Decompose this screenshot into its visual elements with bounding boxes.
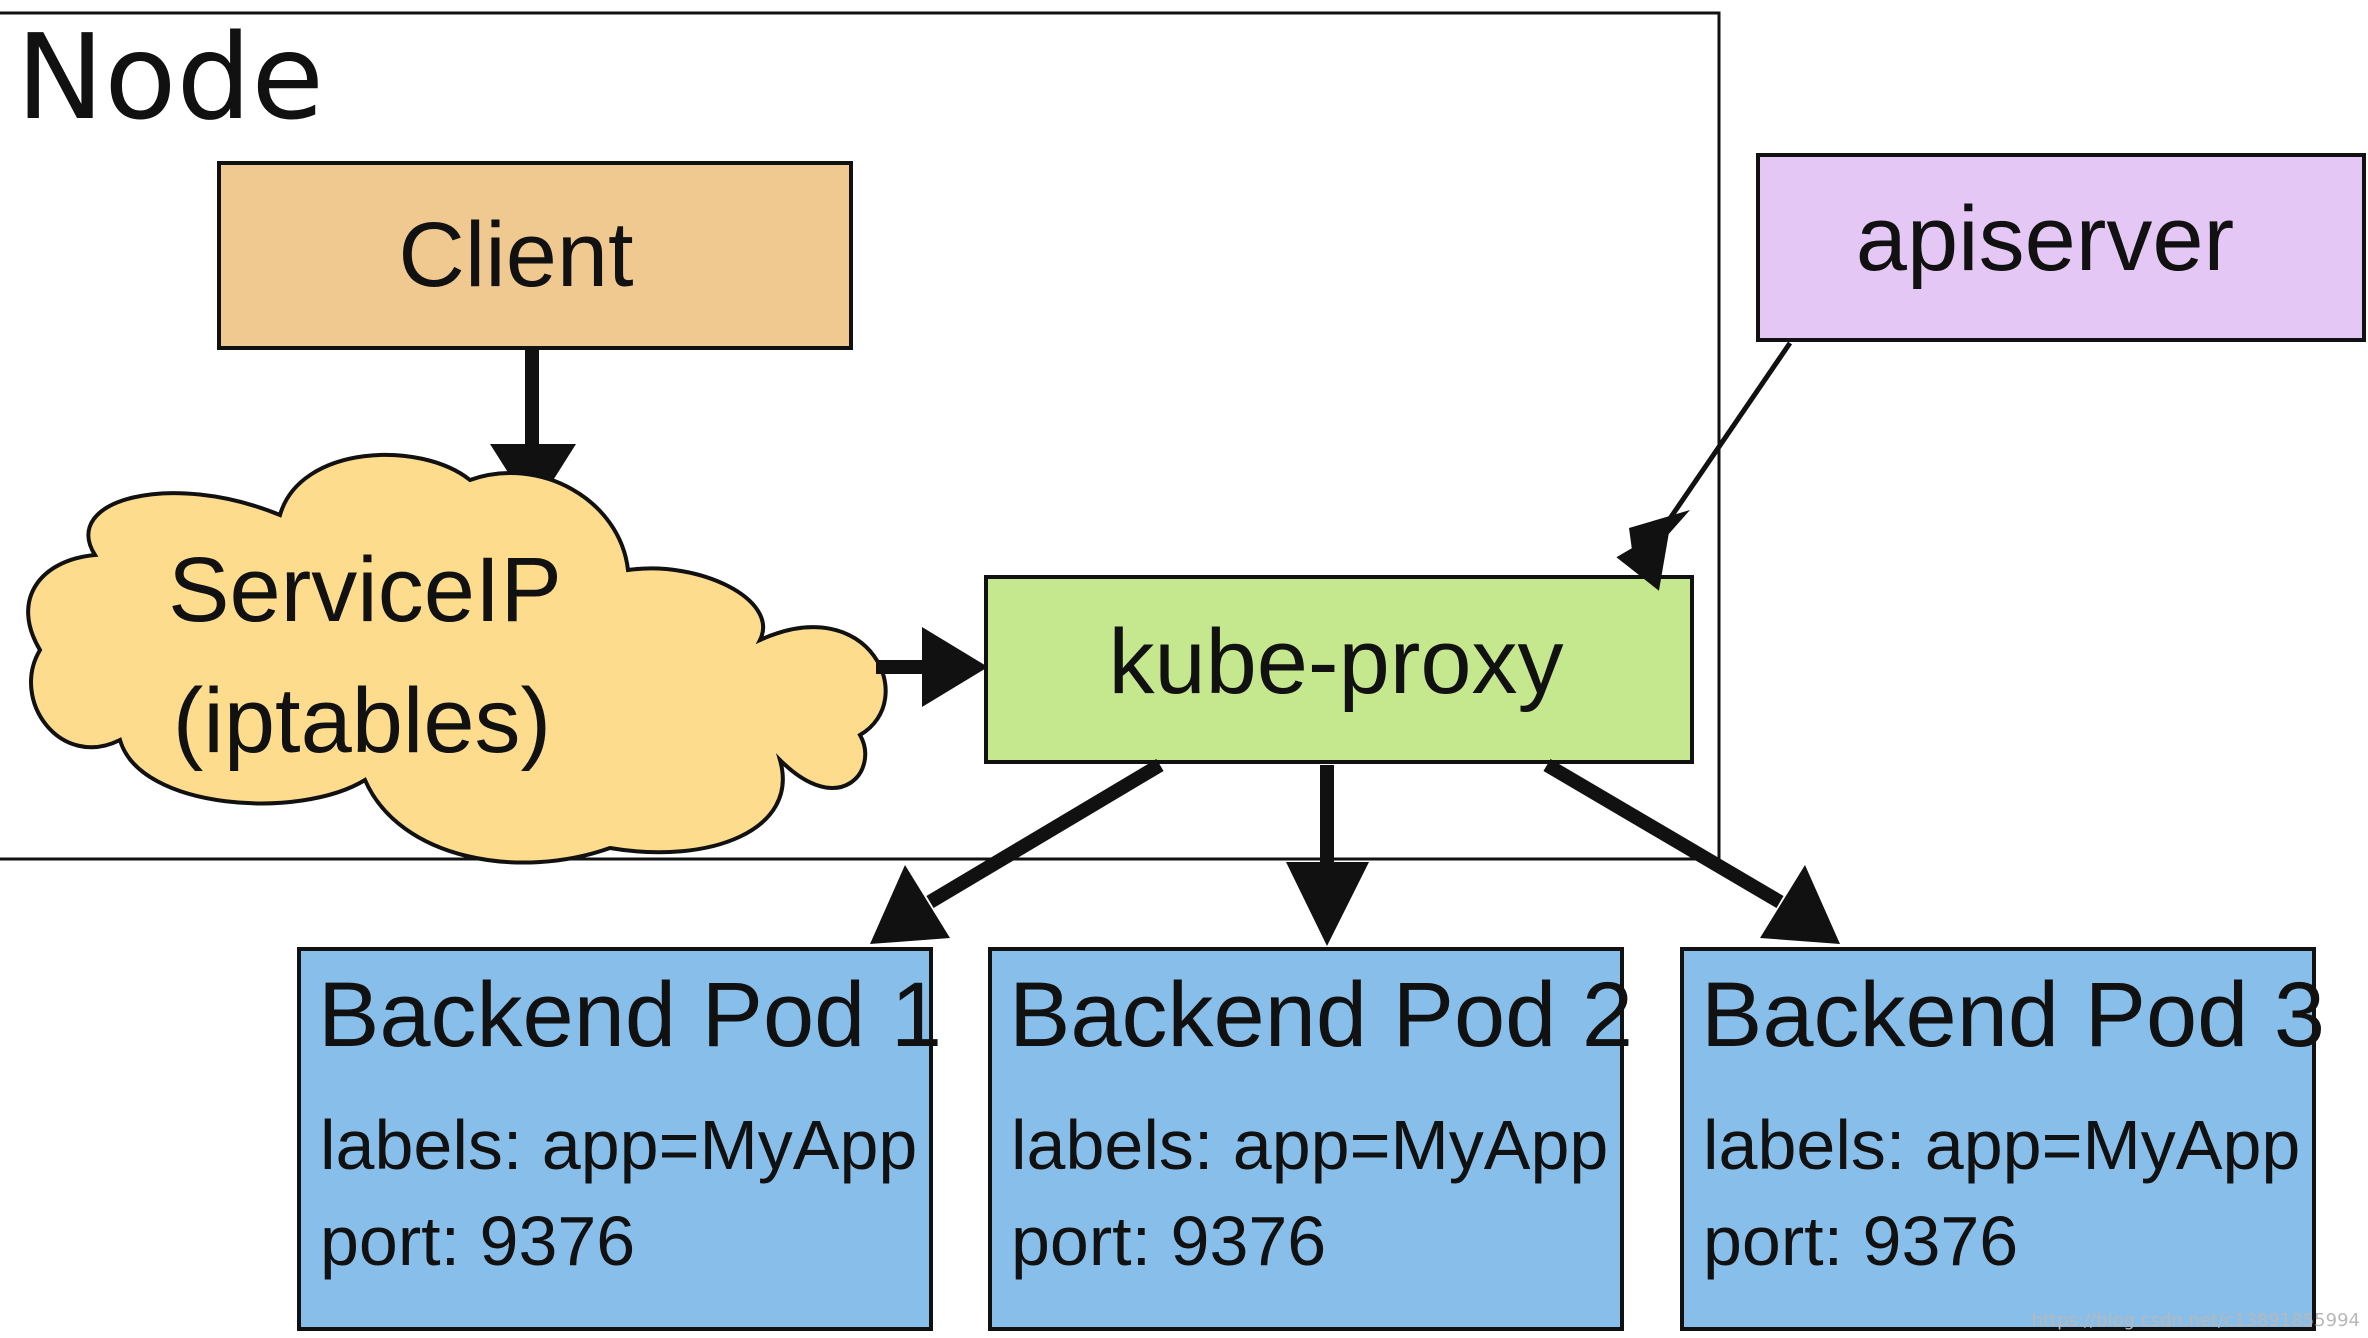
backend-pod-2-title: Backend Pod 2 <box>1009 964 1633 1066</box>
service-ip-cloud <box>26 452 888 865</box>
arrowhead-kube-proxy-to-pod-3 <box>1760 865 1840 944</box>
backend-pod-1-port: port: 9376 <box>320 1202 635 1280</box>
backend-pod-1: Backend Pod 1 labels: app=MyApp port: 93… <box>297 947 942 1331</box>
backend-pod-2-labels: labels: app=MyApp <box>1011 1106 1608 1184</box>
apiserver-box <box>1756 153 2366 342</box>
arrowhead-kube-proxy-to-pod-1 <box>870 865 950 944</box>
backend-pod-2-box <box>988 947 1624 1331</box>
arrow-apiserver-to-kube-proxy <box>1655 341 1793 538</box>
node-boundary <box>0 11 1721 861</box>
backend-pod-3-labels: labels: app=MyApp <box>1703 1106 2300 1184</box>
kube-proxy-label: kube-proxy <box>1108 611 1563 713</box>
backend-pod-1-box <box>297 947 933 1331</box>
arrowhead-serviceip-to-kube-proxy <box>922 627 988 707</box>
backend-pod-3-port: port: 9376 <box>1703 1202 2018 1280</box>
arrowhead-kube-proxy-to-pod-2 <box>1286 862 1369 946</box>
service-ip-label: ServiceIP <box>168 539 562 641</box>
backend-pod-1-title: Backend Pod 1 <box>318 964 942 1066</box>
backend-pod-2-port: port: 9376 <box>1011 1202 1326 1280</box>
backend-pod-1-labels: labels: app=MyApp <box>320 1106 917 1184</box>
arrow-kube-proxy-to-pod-1 <box>926 758 1164 909</box>
backend-pod-3-box <box>1680 947 2316 1331</box>
backend-pod-3: Backend Pod 3 labels: app=MyApp port: 93… <box>1680 947 2325 1331</box>
client-label: Client <box>398 204 633 306</box>
arrowhead-apiserver-tip <box>1616 525 1671 591</box>
watermark-url: https://blog.csdn.net/c13891855994 <box>2032 1310 2360 1331</box>
arrow-kube-proxy-to-pod-3 <box>1543 758 1784 909</box>
kube-proxy-box <box>984 575 1694 764</box>
apiserver-label: apiserver <box>1856 188 2234 290</box>
backend-pod-2: Backend Pod 2 labels: app=MyApp port: 93… <box>988 947 1633 1331</box>
service-ip-sublabel: (iptables) <box>173 670 551 772</box>
backend-pod-3-title: Backend Pod 3 <box>1701 964 2325 1066</box>
node-label: Node <box>16 8 324 146</box>
